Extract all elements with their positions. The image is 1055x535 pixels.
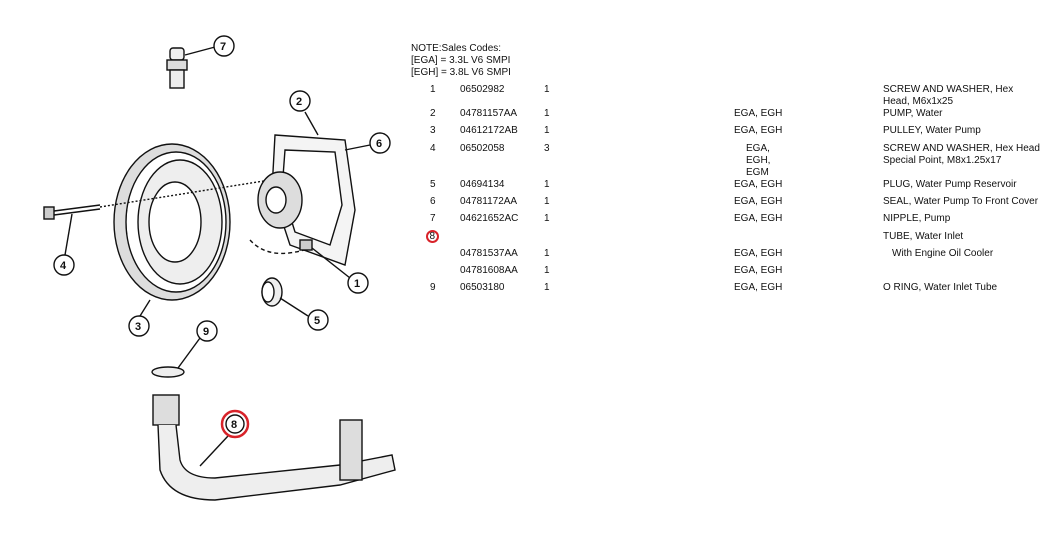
- description: PUMP, Water: [883, 108, 943, 119]
- part-number: 04781157AA: [460, 108, 518, 119]
- callout-6[interactable]: 6: [369, 132, 391, 154]
- callout-4[interactable]: 4: [53, 254, 75, 276]
- part-number: 04612172AB: [460, 125, 518, 136]
- sales-codes: EGA, EGH: [734, 213, 783, 224]
- svg-text:5: 5: [314, 315, 320, 327]
- quantity: 1: [544, 125, 550, 136]
- quantity: 1: [544, 84, 550, 95]
- sales-codes: EGH,: [746, 155, 771, 166]
- highlight-circle: [426, 230, 439, 243]
- description: TUBE, Water Inlet: [883, 231, 964, 242]
- description: NIPPLE, Pump: [883, 213, 951, 224]
- svg-text:9: 9: [203, 326, 209, 338]
- exploded-diagram: 7 2 6 4 1 3 5 9 8: [43, 35, 396, 501]
- svg-text:7: 7: [220, 41, 226, 53]
- ref-number: 5: [430, 179, 436, 190]
- description: SCREW AND WASHER, Hex Head: [883, 143, 1040, 154]
- callout-1[interactable]: 1: [347, 272, 369, 294]
- sales-codes: EGA, EGH: [734, 248, 783, 259]
- o-ring-part: [151, 337, 201, 378]
- callout-5[interactable]: 5: [307, 309, 329, 331]
- svg-text:8: 8: [231, 419, 237, 431]
- sales-codes: EGA, EGH: [734, 125, 783, 136]
- sales-codes: EGM: [746, 167, 769, 178]
- ref-number: 6: [430, 196, 436, 207]
- note-title: NOTE:Sales Codes:: [411, 43, 502, 54]
- quantity: 1: [544, 248, 550, 259]
- sales-codes: EGA, EGH: [734, 265, 783, 276]
- callout-3[interactable]: 3: [128, 315, 150, 337]
- description: SCREW AND WASHER, Hex: [883, 84, 1014, 95]
- sales-codes: EGA, EGH: [734, 282, 783, 293]
- sales-codes: EGA, EGH: [734, 196, 783, 207]
- water-pump-part: [249, 111, 371, 279]
- sales-codes: EGA, EGH: [734, 179, 783, 190]
- part-number: 04781537AA: [460, 248, 518, 259]
- ref-number: 9: [430, 282, 436, 293]
- part-number: 06502982: [460, 84, 505, 95]
- part-number: 04781608AA: [460, 265, 518, 276]
- callout-8-highlighted[interactable]: 8: [220, 409, 250, 439]
- ref-number: 2: [430, 108, 436, 119]
- quantity: 1: [544, 108, 550, 119]
- note-line: [EGH] = 3.8L V6 SMPI: [411, 67, 511, 78]
- quantity: 1: [544, 213, 550, 224]
- description: With Engine Oil Cooler: [892, 248, 994, 259]
- part-number: 04694134: [460, 179, 505, 190]
- bolt-part: [43, 179, 271, 256]
- quantity: 1: [544, 179, 550, 190]
- quantity: 3: [544, 143, 550, 154]
- callout-2[interactable]: 2: [289, 90, 311, 112]
- sales-codes: EGA, EGH: [734, 108, 783, 119]
- sales-codes: EGA,: [746, 143, 770, 154]
- description: SEAL, Water Pump To Front Cover: [883, 196, 1039, 207]
- pulley-part: [113, 143, 231, 317]
- description: PLUG, Water Pump Reservoir: [883, 179, 1017, 190]
- svg-text:2: 2: [296, 96, 302, 108]
- ref-number: 1: [430, 84, 436, 95]
- plug-part: [261, 277, 309, 317]
- part-number: 06502058: [460, 143, 505, 154]
- part-number: 04621652AC: [460, 213, 519, 224]
- part-number: 06503180: [460, 282, 505, 293]
- svg-text:3: 3: [135, 321, 141, 333]
- svg-text:1: 1: [354, 278, 360, 290]
- svg-text:4: 4: [60, 260, 67, 272]
- quantity: 1: [544, 265, 550, 276]
- ref-number: 7: [430, 213, 436, 224]
- description: PULLEY, Water Pump: [883, 125, 981, 136]
- description: O RING, Water Inlet Tube: [883, 282, 998, 293]
- part-number: 04781172AA: [460, 196, 518, 207]
- water-inlet-tube-part: [152, 394, 396, 501]
- quantity: 1: [544, 196, 550, 207]
- svg-text:6: 6: [376, 138, 382, 150]
- ref-number: 8: [429, 231, 436, 242]
- ref-number: 3: [430, 125, 436, 136]
- description: Head, M6x1x25: [883, 96, 954, 107]
- ref-number: 4: [430, 143, 436, 154]
- callout-7[interactable]: 7: [213, 35, 235, 57]
- description: Special Point, M8x1.25x17: [883, 155, 1002, 166]
- nipple-part: [166, 46, 216, 89]
- callout-9[interactable]: 9: [196, 320, 218, 342]
- quantity: 1: [544, 282, 550, 293]
- note-line: [EGA] = 3.3L V6 SMPI: [411, 55, 511, 66]
